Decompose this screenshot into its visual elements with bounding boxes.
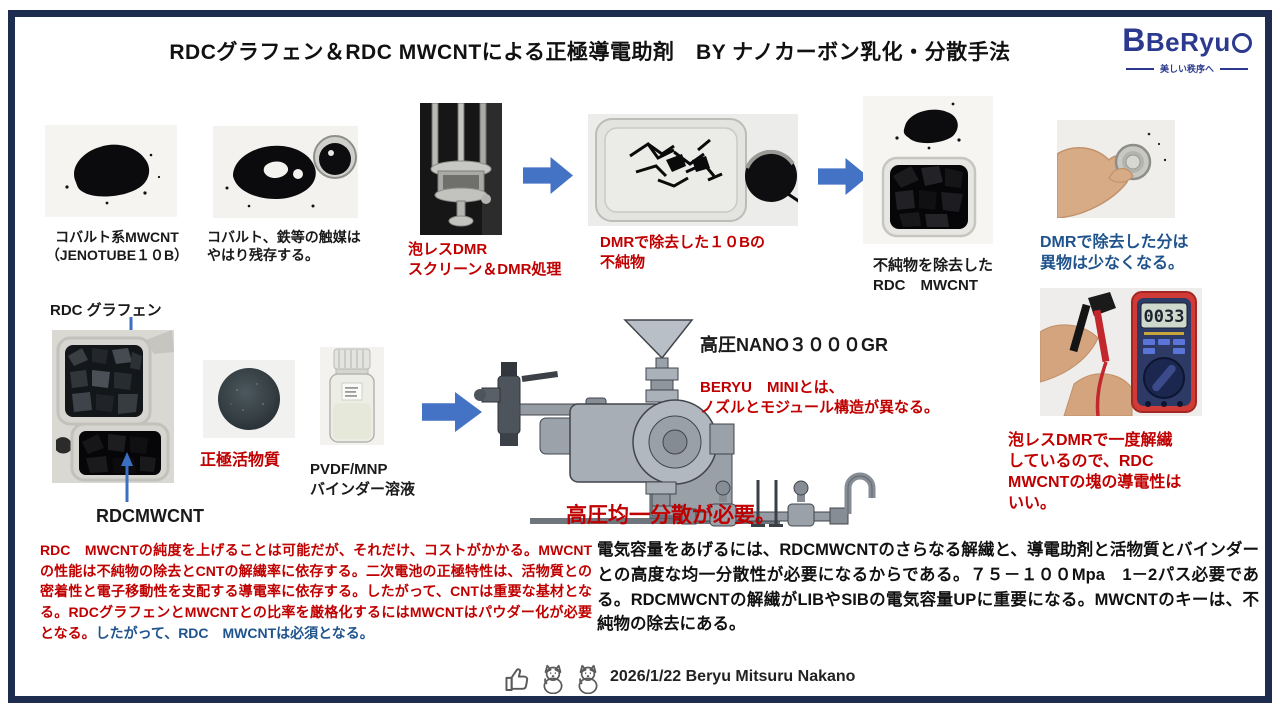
date-credit: 2026/1/22 Beryu Mitsuru Nakano	[610, 668, 856, 685]
caption-binder: PVDF/MNP バインダー溶液	[310, 461, 416, 498]
caption-dmr-screen: 泡レスDMR スクリーン＆DMR処理	[408, 241, 562, 278]
page-title: RDCグラフェン＆RDC MWCNTによる正極導電助剤 BY ナノカーボン乳化・…	[169, 41, 1011, 64]
maneki-neko-icon	[543, 664, 563, 694]
photo-hand-holding-screen	[1057, 120, 1175, 218]
beryu-logo: BBeRyu 美しい秩序へ	[1112, 22, 1262, 75]
note-high-pressure-dispersion: 高圧均一分散が必要。	[566, 504, 776, 527]
photo-purified-rdc-mwcnt	[863, 96, 993, 244]
logo-tagline-text: 美しい秩序へ	[1159, 64, 1214, 74]
beryu-logo-text: BBeRyu	[1112, 22, 1262, 59]
logo-brand-label: BeRyu	[1145, 27, 1231, 57]
caption-active-material: 正極活物質	[200, 452, 281, 469]
tagline-rule-left	[1125, 67, 1154, 70]
footer-icons	[503, 664, 603, 694]
paragraph-red-summary: RDC MWCNTの純度を上げることは可能だが、それだけ、コストがかかる。MWC…	[40, 540, 592, 644]
photo-graphene-mwcnt-trays	[52, 330, 174, 483]
photo-cathode-active-material	[203, 360, 295, 438]
note-removed-less-foreign: DMRで除去した分は 異物は少なくなる。	[1040, 234, 1189, 273]
photo-multimeter-test: 0033	[1040, 288, 1202, 416]
caption-purified: 不純物を除去した RDC MWCNT	[873, 257, 994, 294]
arrow-to-mwcnt-icon	[119, 452, 135, 502]
photo-cobalt-mwcnt-powder	[45, 125, 177, 217]
logo-tagline: 美しい秩序へ	[1112, 62, 1262, 75]
label-rdc-graphene: RDC グラフェン	[50, 302, 162, 319]
photo-dmr-screen-device	[420, 103, 502, 235]
tagline-rule-right	[1220, 67, 1248, 70]
red-paragraph-text: RDC MWCNTの純度を上げることは可能だが、それだけ、コストがかかる。MWC…	[40, 542, 592, 641]
maneki-neko-icon	[578, 664, 598, 694]
photo-catalyst-residue	[213, 126, 358, 218]
photo-binder-bottle	[320, 347, 384, 445]
caption-impurities: DMRで除去した１０Bの 不純物	[600, 234, 765, 271]
label-machine-name: 高圧NANO３０００GR	[700, 335, 888, 355]
diagram-high-pressure-disperser	[470, 312, 890, 542]
thumbs-up-icon	[505, 668, 529, 691]
paragraph-black-summary: 電気容量をあげるには、RDCMWCNTのさらなる解繊と、導電助剤と活物質とバイン…	[597, 541, 1259, 634]
photo-removed-impurities	[588, 114, 798, 226]
logo-circle-icon	[1231, 33, 1252, 53]
note-conductivity: 泡レスDMRで一度解繊 しているので、RDC MWCNTの塊の導電性は いい。	[1008, 432, 1182, 513]
caption-cobalt-mwcnt: コバルト系MWCNT （JENOTUBE１０B）	[45, 229, 189, 264]
note-beryu-mini: BERYU MINIとは、 ノズルとモジュール構造が異なる。	[700, 379, 939, 416]
blue-sentence-text: したがって、RDC MWCNTは必須となる。	[95, 624, 374, 641]
label-rdc-mwcnt: RDCMWCNT	[96, 506, 204, 526]
multimeter-reading: 0033	[1144, 307, 1185, 327]
caption-catalyst-residue: コバルト、鉄等の触媒は やはり残存する。	[207, 229, 361, 264]
